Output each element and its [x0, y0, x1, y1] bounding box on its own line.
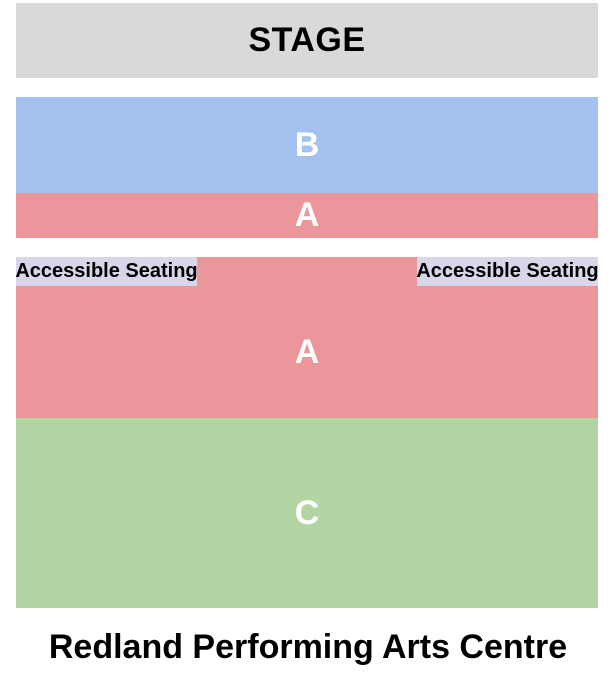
accessible-seating-label-left: Accessible Seating: [15, 257, 198, 286]
section-a-front[interactable]: A: [16, 193, 598, 238]
accessible-seating-row: Accessible Seating Accessible Seating: [15, 257, 599, 286]
section-b[interactable]: B: [16, 97, 598, 193]
section-a-rear-letter-area: A: [16, 286, 598, 418]
venue-title: Redland Performing Arts Centre: [48, 628, 568, 666]
section-a-front-label: A: [294, 196, 320, 234]
stage: STAGE: [16, 3, 598, 78]
section-a-rear[interactable]: Accessible Seating Accessible Seating A: [15, 257, 599, 418]
section-a-rear-label: A: [294, 332, 320, 371]
section-c-label: C: [294, 493, 320, 532]
section-b-label: B: [294, 125, 320, 164]
accessible-seating-label-right: Accessible Seating: [416, 257, 599, 286]
section-c[interactable]: C: [16, 418, 598, 608]
stage-label: STAGE: [248, 21, 366, 59]
